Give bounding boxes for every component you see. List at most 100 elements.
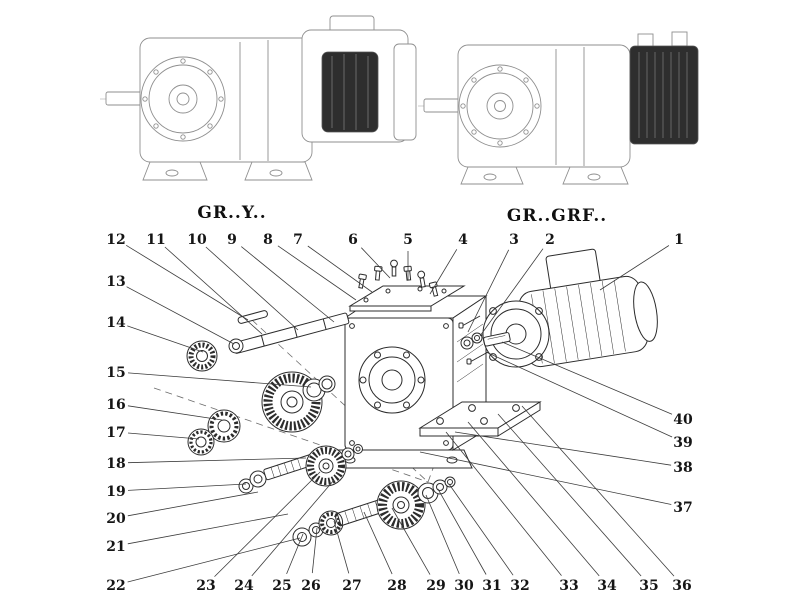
callout-12: 12	[106, 232, 125, 248]
leader-line-35	[497, 413, 642, 577]
callout-14: 14	[106, 315, 126, 331]
leader-line-25	[286, 533, 304, 575]
callout-32: 32	[510, 578, 529, 594]
leader-line-2	[479, 248, 544, 337]
foot-left-1	[142, 161, 208, 181]
input-shaft-right-view	[423, 98, 461, 113]
housing-corner-bolts	[349, 323, 449, 446]
leader-line-39	[485, 351, 673, 438]
gear-housing-left-view	[139, 37, 313, 163]
part-ring-24b	[353, 444, 363, 454]
motor-fan-cover	[633, 281, 658, 342]
leader-line-6	[361, 247, 391, 279]
variant-label-gr-grf: GR..GRF..	[507, 206, 607, 226]
callout-21: 21	[106, 539, 125, 555]
part-ring-24a	[341, 447, 355, 461]
part-output-shaft	[483, 332, 511, 347]
input-shaft-left-view	[105, 91, 143, 106]
leader-line-28	[363, 511, 393, 575]
part-housing	[329, 295, 488, 469]
leader-line-18	[127, 457, 307, 464]
callout-15: 15	[106, 365, 125, 381]
leader-line-29	[391, 507, 431, 575]
callout-17: 17	[106, 425, 125, 441]
housing-bolt-holes	[359, 351, 425, 409]
callout-36: 36	[672, 578, 691, 594]
callout-26: 26	[301, 578, 320, 594]
part-washer-2	[471, 332, 483, 344]
part-ring-31	[432, 479, 448, 495]
bolt-dots-left-view	[142, 58, 224, 140]
callout-13: 13	[106, 274, 125, 290]
callout-8: 8	[263, 232, 273, 248]
leader-line-26	[311, 527, 318, 574]
callout-20: 20	[106, 511, 126, 527]
leader-line-10	[205, 246, 299, 331]
part-ring-32	[444, 476, 456, 488]
part-washer-20	[249, 470, 267, 488]
callout-18: 18	[106, 456, 125, 472]
assembled-view-gr-y	[100, 15, 417, 181]
leader-line-11	[164, 246, 263, 335]
fan-cover-left-view	[393, 43, 417, 141]
callout-34: 34	[597, 578, 617, 594]
assembled-view-gr-grf	[418, 31, 699, 185]
callout-1: 1	[674, 232, 684, 248]
part-ring-15b	[318, 375, 336, 393]
finned-motor-block	[629, 45, 699, 145]
part-washer-3	[460, 336, 474, 350]
leader-line-33	[445, 431, 562, 576]
leader-line-19	[127, 483, 247, 491]
callout-9: 9	[227, 232, 237, 248]
leader-line-34	[467, 421, 600, 577]
callout-22: 22	[106, 578, 125, 594]
callout-33: 33	[559, 578, 578, 594]
leader-line-7	[307, 245, 373, 293]
callout-28: 28	[387, 578, 406, 594]
leader-line-24	[251, 479, 335, 577]
leader-line-13	[126, 286, 235, 345]
variant-label-gr-y: GR..Y..	[197, 203, 266, 223]
callout-31: 31	[482, 578, 501, 594]
leader-line-30	[425, 494, 460, 575]
leader-line-15	[127, 372, 312, 388]
gear-housing-right-view	[457, 44, 631, 168]
callout-10: 10	[187, 232, 207, 248]
leader-line-36	[521, 405, 675, 577]
callout-19: 19	[106, 484, 125, 500]
callout-35: 35	[639, 578, 658, 594]
leader-line-1	[599, 245, 670, 291]
callout-29: 29	[426, 578, 445, 594]
part-washer-13	[228, 338, 244, 354]
leader-line-3	[467, 249, 510, 333]
callout-40: 40	[673, 412, 693, 428]
leader-line-27	[333, 520, 350, 574]
leader-line-21	[127, 513, 289, 545]
callout-3: 3	[509, 232, 519, 248]
foot-left-2	[244, 161, 313, 181]
leader-line-4	[429, 249, 458, 295]
foot-right-1	[460, 166, 524, 185]
motor-fins	[638, 52, 688, 138]
callout-6: 6	[348, 232, 358, 248]
part-key	[237, 310, 268, 324]
leader-line-9	[241, 246, 335, 323]
leader-line-8	[277, 245, 357, 301]
leader-line-31	[437, 488, 487, 575]
bolt-dots-right-view	[460, 66, 540, 146]
part-bearing-16	[207, 409, 241, 443]
part-gear-lower	[376, 480, 426, 530]
part-washer-19	[238, 478, 254, 494]
callout-25: 25	[272, 578, 291, 594]
leader-line-38	[454, 431, 672, 466]
housing-side-ribs	[456, 323, 484, 383]
part-oil-seal	[186, 340, 218, 372]
leader-line-14	[127, 325, 204, 353]
callout-16: 16	[106, 397, 125, 413]
leader-line-17	[127, 432, 200, 440]
callout-11: 11	[146, 232, 165, 248]
callout-4: 4	[458, 232, 468, 248]
motor-winding	[321, 51, 379, 133]
